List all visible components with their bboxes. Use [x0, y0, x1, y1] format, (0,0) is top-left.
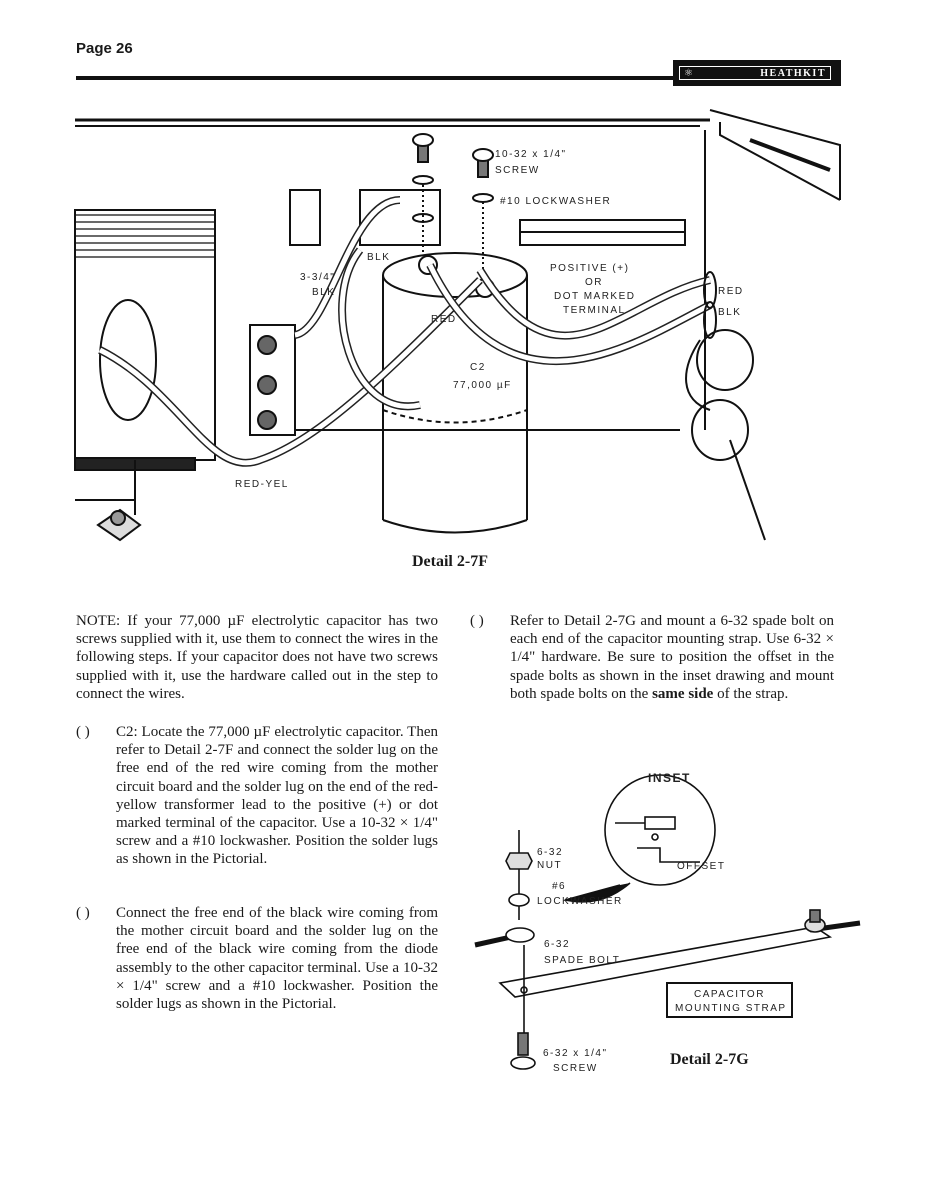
detail-2-7g-diagram: INSET OFFSET 6-32 NUT #6 LOCKWASHER 6-32…: [474, 771, 861, 1074]
label-blk-top: BLK: [367, 252, 390, 263]
step-c2: ( ) C2: Locate the 77,000 µF electrolyti…: [76, 723, 438, 893]
label-capacitor-name: C2: [470, 362, 486, 373]
logo-text: HEATHKIT: [760, 67, 826, 79]
step-black-wire-checkbox[interactable]: ( ): [76, 905, 90, 921]
detail-2-7f-caption: Detail 2-7F: [412, 553, 488, 570]
step-spade-bolt: ( ) Refer to Detail 2-7G and mount a 6-3…: [470, 612, 834, 722]
header-rule: [76, 76, 674, 80]
label-nut-2: NUT: [537, 860, 562, 871]
label-red-right: RED: [718, 286, 744, 297]
label-lockwasher-1: #6: [552, 881, 566, 892]
label-bolt-2: SPADE BOLT: [544, 955, 620, 966]
label-lockwasher-2: LOCKWASHER: [537, 896, 623, 907]
label-blk-right: BLK: [718, 307, 741, 318]
label-screw-2: SCREW: [495, 165, 540, 176]
label-bolt-1: 6-32: [544, 939, 570, 950]
step-spade-bolt-text-a: Refer to Detail 2-7G and mount a 6-32 sp…: [510, 613, 834, 702]
label-positive-2: OR: [585, 277, 603, 288]
label-red-yel: RED-YEL: [235, 479, 289, 490]
label-wire-length: 3-3/4": [300, 272, 335, 283]
detail-2-7g-caption: Detail 2-7G: [670, 1051, 749, 1068]
label-nut-1: 6-32: [537, 847, 563, 858]
label-screw-1: 6-32 x 1/4": [543, 1048, 608, 1059]
step-black-wire-text: Connect the free end of the black wire c…: [116, 905, 438, 1013]
label-positive-1: POSITIVE (+): [550, 263, 629, 274]
label-inset: INSET: [648, 771, 691, 785]
label-red-capacitor: RED: [431, 314, 457, 325]
label-positive-4: TERMINAL: [563, 305, 626, 316]
note-paragraph: NOTE: If your 77,000 µF electrolytic cap…: [76, 613, 438, 702]
label-screw: 10-32 x 1/4": [495, 149, 567, 160]
label-wire-blk: BLK: [312, 287, 335, 298]
label-strap-1: CAPACITOR: [694, 989, 765, 1000]
page-number: Page 26: [76, 40, 133, 57]
detail-2-7f-diagram: 10-32 x 1/4" SCREW #10 LOCKWASHER BLK 3-…: [74, 109, 841, 542]
step-black-wire: ( ) Connect the free end of the black wi…: [76, 904, 438, 1034]
label-capacitor-value: 77,000 µF: [453, 380, 512, 391]
step-spade-bolt-bold: same side: [652, 685, 714, 702]
step-spade-bolt-text: Refer to Detail 2-7G and mount a 6-32 sp…: [510, 612, 834, 703]
step-c2-checkbox[interactable]: ( ): [76, 724, 90, 740]
label-screw-2: SCREW: [553, 1063, 598, 1074]
logo-atom-icon: ⚛: [684, 67, 693, 79]
step-spade-bolt-checkbox[interactable]: ( ): [470, 613, 484, 629]
label-strap-2: MOUNTING STRAP: [675, 1003, 787, 1014]
label-offset: OFFSET: [677, 861, 725, 872]
label-positive-3: DOT MARKED: [554, 291, 636, 302]
heathkit-logo: ⚛ HEATHKIT: [673, 60, 841, 86]
step-spade-bolt-text-b: of the strap.: [713, 685, 789, 702]
label-lockwasher: #10 LOCKWASHER: [500, 196, 611, 207]
step-c2-text: C2: Locate the 77,000 µF electrolytic ca…: [116, 724, 438, 868]
